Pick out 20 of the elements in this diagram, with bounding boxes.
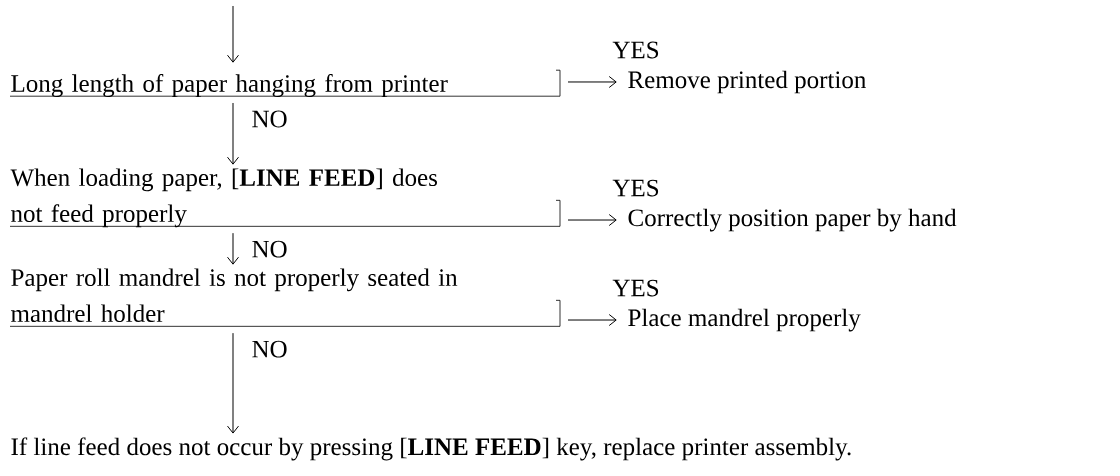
action-text: Place mandrel properly [628, 308, 861, 332]
arrow [227, 232, 239, 265]
edge-label: YES [611, 40, 661, 60]
edge-label: YES [611, 178, 661, 198]
arrow [567, 214, 617, 226]
action-text: Correctly position paper by hand [628, 208, 957, 232]
arrow [567, 314, 617, 326]
condition-text: When loading paper, [LINE FEED] does not feed properly [9, 168, 561, 228]
arrow [567, 76, 617, 88]
action-text: Remove printed portion [628, 70, 866, 94]
edge-label: NO [250, 109, 289, 129]
edge-label: YES [611, 278, 661, 298]
condition-text: Long length of paper hanging from printer [9, 69, 561, 98]
arrow [227, 102, 239, 165]
edge-label: NO [250, 239, 289, 259]
instruction-text: If line feed does not occur by pressing [LINE FEED] key, replace printer assembly. [11, 437, 851, 461]
edge-label: NO [250, 339, 289, 359]
arrow [227, 5, 239, 63]
arrow [227, 332, 239, 434]
condition-text: Paper roll mandrel is not properly seated in mandrel holder [9, 268, 561, 327]
